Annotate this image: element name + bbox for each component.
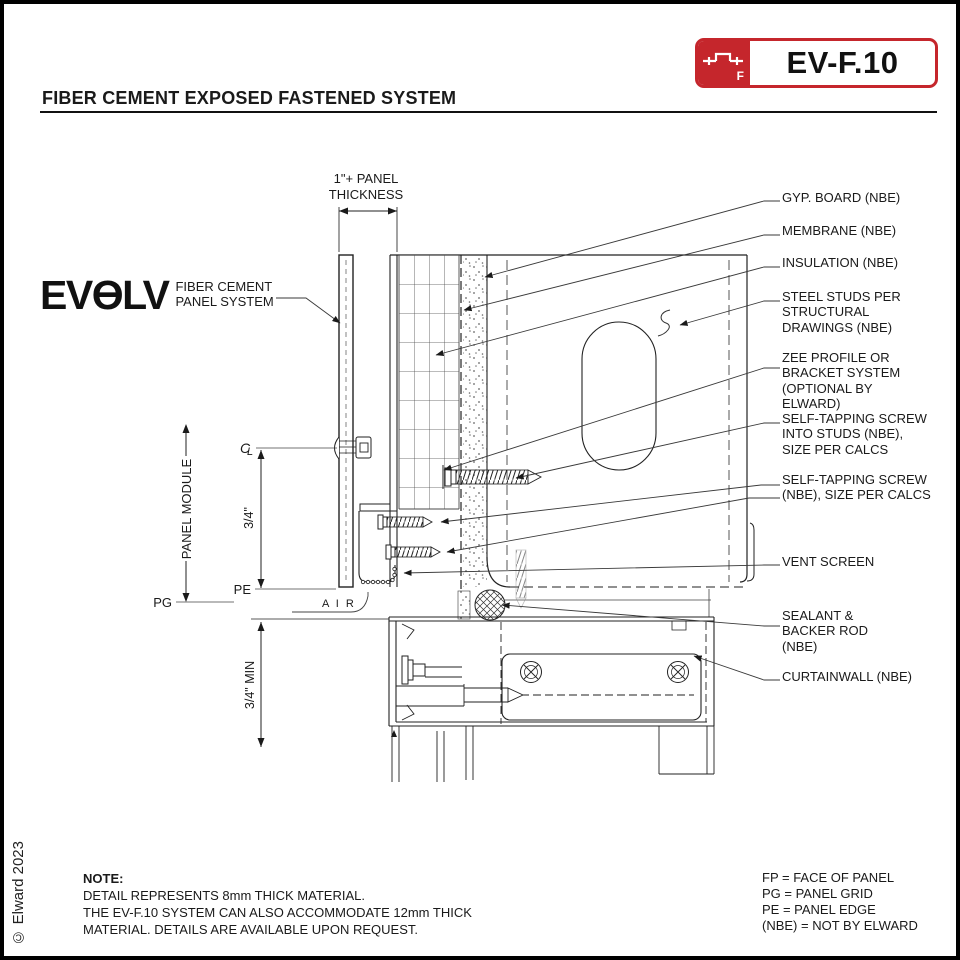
callout-zee-profile: ZEE PROFILE OR BRACKET SYSTEM (OPTIONAL … xyxy=(782,350,901,412)
steel-stud xyxy=(486,255,755,617)
svg-text:PE: PE xyxy=(234,582,252,597)
callout-screw-into-studs: SELF-TAPPING SCREW INTO STUDS (NBE), SIZ… xyxy=(782,411,927,457)
leader-insulation xyxy=(435,266,780,357)
callout-vent-screen: VENT SCREEN xyxy=(782,554,875,569)
hidden-vertical-screw xyxy=(515,549,527,609)
svg-text:PANEL MODULE: PANEL MODULE xyxy=(179,458,194,559)
badge-code: EV-F.10 xyxy=(786,45,899,80)
leader-lines xyxy=(276,200,780,681)
svg-text:L: L xyxy=(247,446,253,458)
self-tapping-screw-lower xyxy=(385,544,441,560)
callout-insulation: INSULATION (NBE) xyxy=(782,255,899,270)
panel-fastener xyxy=(334,436,372,460)
air-label: A I R xyxy=(292,592,369,613)
zee-profile xyxy=(359,255,398,587)
svg-text:THICKNESS: THICKNESS xyxy=(329,187,404,202)
badge-icon-panel: F xyxy=(698,41,750,85)
note-body: DETAIL REPRESENTS 8mm THICK MATERIAL. TH… xyxy=(83,888,472,937)
detail-drawing: 1"+ PANEL THICKNESS xyxy=(153,171,780,782)
title-rule xyxy=(40,111,937,113)
evolv-logo-word: EVƟLV xyxy=(40,275,170,316)
svg-text:3/4" MIN: 3/4" MIN xyxy=(243,661,257,709)
screw-into-studs xyxy=(442,465,542,489)
dim-three-quarter: 3/4" xyxy=(242,450,265,588)
curtainwall xyxy=(251,616,715,782)
legend-pg: PG = PANEL GRID xyxy=(762,886,873,901)
centerline-symbol: C L xyxy=(240,440,337,458)
gyp-board xyxy=(463,255,488,587)
leader-curtainwall xyxy=(693,655,780,681)
leader-zee-profile xyxy=(443,367,780,471)
leader-logo xyxy=(276,297,341,324)
leader-steel-studs xyxy=(679,300,780,326)
leader-screw-into-studs xyxy=(515,422,780,480)
logo-caption: FIBER CEMENT PANEL SYSTEM xyxy=(175,279,274,309)
leader-screw-upper xyxy=(440,484,780,525)
dim-panel-module: PANEL MODULE xyxy=(179,424,194,602)
svg-text:3/4": 3/4" xyxy=(242,507,256,529)
phillips-screw-left xyxy=(520,661,542,683)
leader-sealant xyxy=(501,602,780,627)
pe-label: PE xyxy=(234,582,336,597)
badge-icon-letter: F xyxy=(736,69,744,83)
break-squiggle xyxy=(657,309,671,337)
leader-gyp-board xyxy=(484,200,780,279)
svg-text:1"+ PANEL: 1"+ PANEL xyxy=(334,171,399,186)
svg-text:A I R: A I R xyxy=(322,598,356,610)
callout-sealant: SEALANT & BACKER ROD (NBE) xyxy=(782,608,868,654)
callout-gyp-board: GYP. BOARD (NBE) xyxy=(782,190,901,205)
svg-text:PG: PG xyxy=(153,595,172,610)
note-heading: NOTE: xyxy=(83,871,124,886)
abbreviation-legend: FP = FACE OF PANEL PG = PANEL GRID PE = … xyxy=(762,870,918,934)
self-tapping-screw-upper xyxy=(377,514,433,530)
legend-nbe: (NBE) = NOT BY ELWARD xyxy=(762,918,918,933)
leader-membrane xyxy=(463,234,780,312)
page-title: FIBER CEMENT EXPOSED FASTENED SYSTEM xyxy=(42,88,457,108)
vent-screen xyxy=(358,511,397,585)
dim-panel-thickness: 1"+ PANEL THICKNESS xyxy=(329,171,404,252)
panel-profile-icon xyxy=(703,52,743,65)
leader-screw-lower xyxy=(446,497,780,554)
sealant-backer-rod xyxy=(457,589,506,621)
pg-label: PG xyxy=(153,595,234,610)
svg-text:C: C xyxy=(240,440,251,456)
callout-membrane: MEMBRANE (NBE) xyxy=(782,223,897,238)
leader-vent-screen xyxy=(403,564,780,576)
callout-screw: SELF-TAPPING SCREW (NBE), SIZE PER CALCS xyxy=(782,472,931,503)
fiber-cement-panel xyxy=(338,254,354,588)
legend-fp: FP = FACE OF PANEL xyxy=(762,870,895,885)
note-block: NOTE: DETAIL REPRESENTS 8mm THICK MATERI… xyxy=(83,870,472,938)
callout-steel-studs: STEEL STUDS PER STRUCTURAL DRAWINGS (NBE… xyxy=(782,289,901,335)
logo-lv: LV xyxy=(122,272,170,318)
evolv-logo: EVƟLV FIBER CEMENT PANEL SYSTEM xyxy=(40,275,274,316)
legend-pe: PE = PANEL EDGE xyxy=(762,902,876,917)
dim-three-quarter-min: 3/4" MIN xyxy=(243,622,265,747)
logo-theta-icon: Ɵ xyxy=(91,272,124,318)
callout-curtainwall: CURTAINWALL (NBE) xyxy=(782,669,913,684)
detail-code-badge: F EV-F.10 xyxy=(695,38,938,88)
phillips-screw-right xyxy=(667,661,689,683)
logo-ev: EV xyxy=(40,272,93,318)
